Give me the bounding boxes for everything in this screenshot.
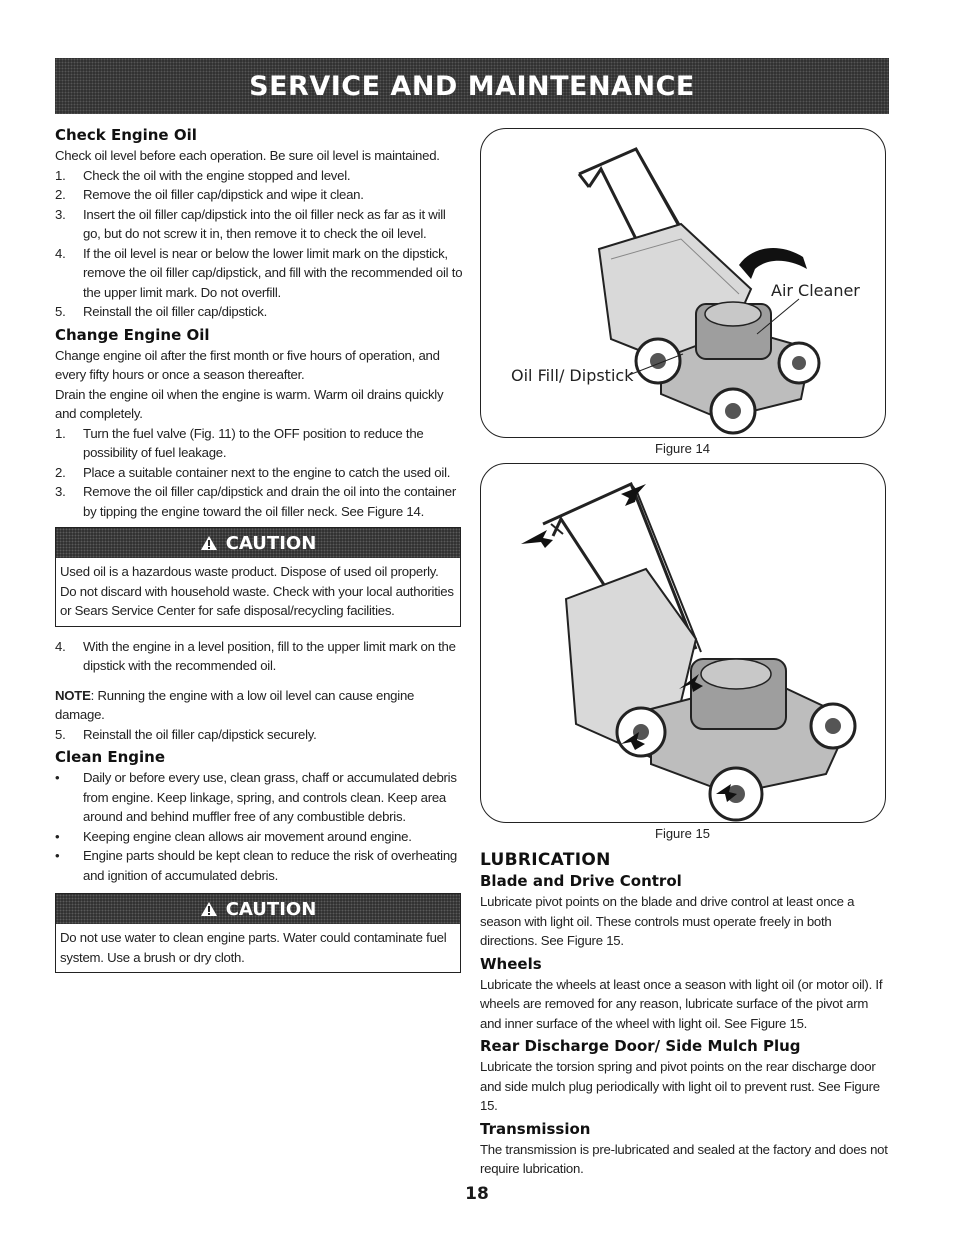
list-item: •Keeping engine clean allows air movemen… bbox=[55, 828, 412, 844]
air-cleaner-label: Air Cleaner bbox=[771, 281, 860, 300]
lubrication-section: LUBRICATION Blade and Drive Control Lubr… bbox=[480, 850, 890, 1179]
list-item: 5.Reinstall the oil filler cap/dipstick … bbox=[55, 726, 317, 742]
rear-discharge-heading: Rear Discharge Door/ Side Mulch Plug bbox=[480, 1037, 801, 1055]
oil-dipstick-label: Oil Fill/ Dipstick bbox=[511, 366, 634, 385]
blade-heading: Blade and Drive Control bbox=[480, 872, 682, 890]
figure-14: Air Cleaner Oil Fill/ Dipstick bbox=[480, 128, 886, 438]
figure-14-caption: Figure 14 bbox=[655, 441, 710, 456]
caution-header: CAUTION bbox=[56, 894, 460, 924]
lubrication-heading: LUBRICATION bbox=[480, 850, 611, 870]
list-item: 1.Turn the fuel valve (Fig. 11) to the O… bbox=[55, 425, 424, 461]
wheels-text: Lubricate the wheels at least once a sea… bbox=[480, 976, 883, 1031]
list-item: 5.Reinstall the oil filler cap/dipstick. bbox=[55, 304, 267, 319]
change-oil-step5: 5.Reinstall the oil filler cap/dipstick … bbox=[55, 725, 465, 745]
check-oil-heading: Check Engine Oil bbox=[55, 126, 197, 144]
clean-engine-heading: Clean Engine bbox=[55, 748, 166, 766]
caution-text: Used oil is a hazardous waste product. D… bbox=[60, 564, 454, 618]
section-banner: SERVICE AND MAINTENANCE bbox=[55, 58, 889, 114]
blade-text: Lubricate pivot points on the blade and … bbox=[480, 894, 855, 948]
lawn-mower-lubrication-illustration bbox=[521, 481, 857, 822]
transmission-heading: Transmission bbox=[480, 1119, 591, 1138]
rear-discharge-text: Lubricate the torsion spring and pivot p… bbox=[480, 1059, 880, 1113]
check-oil-intro: Check oil level before each operation. B… bbox=[55, 148, 440, 163]
transmission-text: The transmission is pre-lubricated and s… bbox=[480, 1141, 888, 1177]
warning-triangle-icon bbox=[200, 901, 218, 917]
section-title: SERVICE AND MAINTENANCE bbox=[249, 70, 695, 102]
caution-label: CAUTION bbox=[225, 898, 317, 920]
change-oil-heading: Change Engine Oil bbox=[55, 325, 210, 344]
left-column: Check Engine Oil Check oil level before … bbox=[55, 122, 465, 979]
list-item: •Daily or before every use, clean grass,… bbox=[55, 770, 457, 824]
wheels-heading: Wheels bbox=[480, 954, 542, 973]
figure-15 bbox=[480, 463, 886, 823]
rotate-arrow-icon bbox=[739, 247, 807, 279]
note: NOTE: Running the engine with a low oil … bbox=[55, 686, 465, 725]
page-number: 18 bbox=[465, 1184, 489, 1204]
list-item: •Engine parts should be kept clean to re… bbox=[55, 848, 457, 883]
caution-box-clean: CAUTION Do not use water to clean engine… bbox=[55, 893, 461, 973]
caution-text: Do not use water to clean engine parts. … bbox=[60, 930, 447, 965]
list-item: 4.With the engine in a level position, f… bbox=[55, 638, 456, 674]
figure-15-caption: Figure 15 bbox=[655, 826, 710, 841]
list-item: 3.Insert the oil filler cap/dipstick int… bbox=[55, 206, 446, 242]
list-item: 1.Check the oil with the engine stopped … bbox=[55, 167, 351, 183]
change-oil-step4: 4.With the engine in a level position, f… bbox=[55, 637, 465, 676]
lawn-mower-illustration: Air Cleaner Oil Fill/ Dipstick bbox=[511, 147, 860, 435]
oil-point-arrow-icon bbox=[521, 484, 737, 802]
list-item: 3.Remove the oil filler cap/dipstick and… bbox=[55, 484, 456, 519]
caution-label: CAUTION bbox=[225, 532, 317, 554]
caution-box-oil: CAUTION Used oil is a hazardous waste pr… bbox=[55, 527, 461, 627]
change-oil-para2: Drain the engine oil when the engine is … bbox=[55, 386, 444, 422]
change-oil-steps: 1.Turn the fuel valve (Fig. 11) to the O… bbox=[55, 424, 465, 522]
change-oil-para1: Change engine oil after the first month … bbox=[55, 347, 440, 383]
list-item: 2.Place a suitable container next to the… bbox=[55, 464, 451, 480]
check-oil-steps: 1.Check the oil with the engine stopped … bbox=[55, 166, 465, 322]
note-text: : Running the engine with a low oil leve… bbox=[55, 687, 415, 723]
clean-engine-bullets: •Daily or before every use, clean grass,… bbox=[55, 768, 465, 885]
caution-header: CAUTION bbox=[56, 528, 460, 558]
note-label: NOTE bbox=[55, 687, 91, 703]
warning-triangle-icon bbox=[200, 535, 218, 551]
list-item: 4.If the oil level is near or below the … bbox=[55, 245, 463, 300]
list-item: 2.Remove the oil filler cap/dipstick and… bbox=[55, 187, 364, 202]
